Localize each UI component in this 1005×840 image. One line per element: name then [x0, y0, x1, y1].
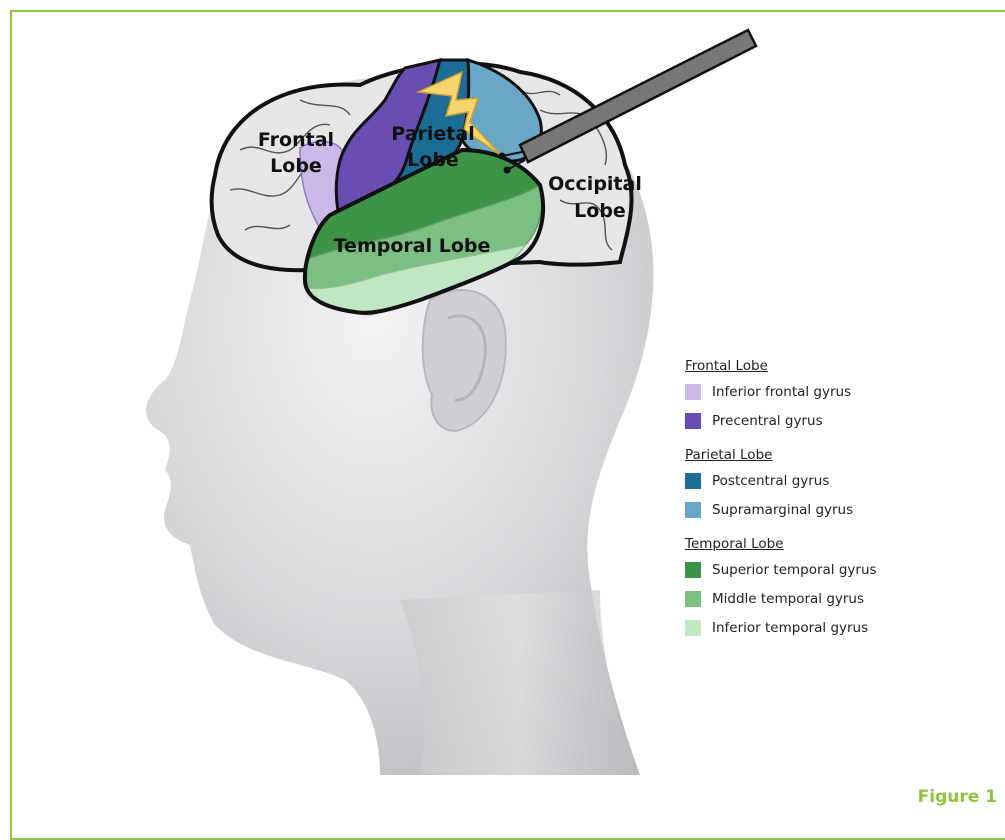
parietal-lobe-label-line1: Parietal — [391, 123, 474, 145]
legend-group-frontal: Frontal Lobe Inferior frontal gyrus Prec… — [685, 357, 877, 430]
legend-group-temporal: Temporal Lobe Superior temporal gyrus Mi… — [685, 535, 877, 637]
legend-swatch — [685, 620, 701, 636]
legend: Frontal Lobe Inferior frontal gyrus Prec… — [685, 357, 877, 653]
parietal-lobe-label-line2: Lobe — [407, 149, 459, 171]
frontal-lobe-label-line1: Frontal — [258, 129, 334, 151]
legend-item: Supramarginal gyrus — [685, 501, 877, 519]
legend-item-label: Supramarginal gyrus — [712, 502, 853, 518]
occipital-lobe-label-line1: Occipital — [548, 173, 642, 195]
legend-swatch — [685, 384, 701, 400]
frontal-lobe-label-line2: Lobe — [270, 155, 322, 177]
legend-item: Superior temporal gyrus — [685, 561, 877, 579]
legend-item-label: Postcentral gyrus — [712, 473, 829, 489]
legend-heading: Frontal Lobe — [685, 357, 877, 375]
legend-item-label: Superior temporal gyrus — [712, 562, 877, 578]
legend-group-parietal: Parietal Lobe Postcentral gyrus Supramar… — [685, 446, 877, 519]
legend-item-label: Middle temporal gyrus — [712, 591, 864, 607]
legend-heading: Temporal Lobe — [685, 535, 877, 553]
legend-swatch — [685, 562, 701, 578]
figure-label: Figure 1 — [918, 787, 997, 807]
legend-item: Precentral gyrus — [685, 412, 877, 430]
legend-swatch — [685, 473, 701, 489]
legend-swatch — [685, 502, 701, 518]
legend-swatch — [685, 413, 701, 429]
legend-item-label: Inferior temporal gyrus — [712, 620, 868, 636]
occipital-lobe-label-line2: Lobe — [574, 200, 626, 222]
neck — [400, 590, 640, 775]
legend-item-label: Precentral gyrus — [712, 413, 823, 429]
temporal-lobe-label: Temporal Lobe — [334, 235, 491, 257]
legend-item: Inferior frontal gyrus — [685, 383, 877, 401]
legend-heading: Parietal Lobe — [685, 446, 877, 464]
legend-item: Inferior temporal gyrus — [685, 619, 877, 637]
legend-item: Middle temporal gyrus — [685, 590, 877, 608]
legend-item: Postcentral gyrus — [685, 472, 877, 490]
legend-item-label: Inferior frontal gyrus — [712, 384, 851, 400]
legend-swatch — [685, 591, 701, 607]
